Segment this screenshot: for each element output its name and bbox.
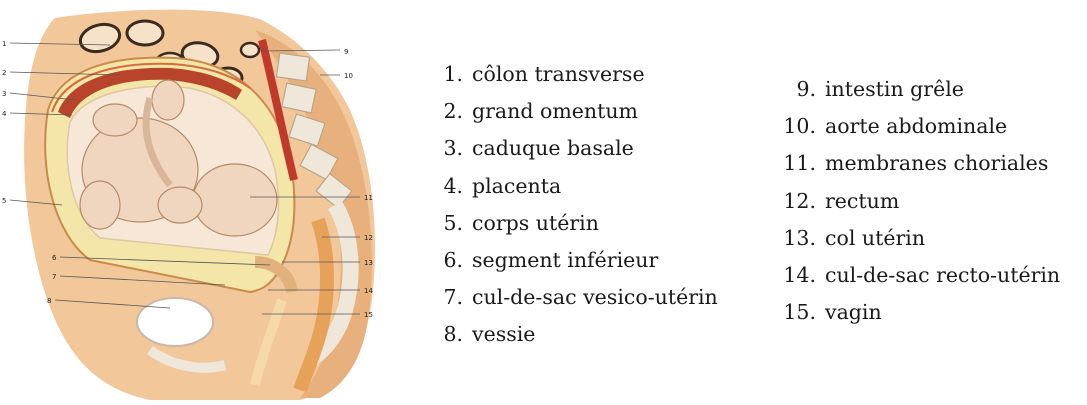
legend-item: 1. côlon transverse — [441, 60, 718, 97]
legend-label: placenta — [472, 174, 561, 198]
legend-label: cul-de-sac vesico-utérin — [472, 285, 718, 309]
legend-number: 4. — [441, 172, 463, 200]
legend-item: 7. cul-de-sac vesico-utérin — [441, 283, 718, 320]
legend-number: 2. — [441, 97, 463, 125]
legend-right-column: 9. intestin grêle 10. aorte abdominale 11.… — [776, 75, 1060, 335]
legend-number: 12. — [776, 187, 816, 215]
legend-number: 14. — [776, 261, 816, 289]
legend-item: 12. rectum — [776, 187, 1060, 224]
legend-label: caduque basale — [472, 136, 634, 160]
legend-number: 11. — [776, 149, 816, 177]
legend-item: 13. col utérin — [776, 224, 1060, 261]
leader-number-9: 9 — [344, 48, 348, 56]
legend-item: 6. segment inférieur — [441, 246, 718, 283]
leader-number-3: 3 — [2, 90, 6, 98]
leader-number-14: 14 — [364, 287, 373, 295]
bladder — [137, 298, 213, 346]
leader-number-11: 11 — [364, 194, 373, 202]
legend-label: rectum — [825, 189, 899, 213]
legend-number: 13. — [776, 224, 816, 252]
leader-number-5: 5 — [2, 197, 6, 205]
leader-number-6: 6 — [52, 254, 57, 262]
legend-label: grand omentum — [472, 99, 638, 123]
legend-item: 3. caduque basale — [441, 134, 718, 171]
leader-number-10: 10 — [344, 72, 353, 80]
legend-number: 10. — [776, 112, 816, 140]
legend-item: 11. membranes choriales — [776, 149, 1060, 186]
legend-number: 7. — [441, 283, 463, 311]
legend-label: aorte abdominale — [825, 114, 1007, 138]
leader-number-2: 2 — [2, 69, 6, 77]
legend-label: cul-de-sac recto-utérin — [825, 263, 1060, 287]
legend-label: côlon transverse — [472, 62, 645, 86]
leader-number-1: 1 — [2, 40, 6, 48]
legend-number: 5. — [441, 209, 463, 237]
legend-number: 1. — [441, 60, 463, 88]
legend-label: corps utérin — [472, 211, 599, 235]
legend-item: 4. placenta — [441, 172, 718, 209]
legend-item: 9. intestin grêle — [776, 75, 1060, 112]
legend-item: 2. grand omentum — [441, 97, 718, 134]
leader-number-8: 8 — [47, 297, 51, 305]
legend-number: 3. — [441, 134, 463, 162]
legend-number: 6. — [441, 246, 463, 274]
legend-item: 10. aorte abdominale — [776, 112, 1060, 149]
legend-item: 15. vagin — [776, 298, 1060, 335]
legend-label: membranes choriales — [825, 151, 1048, 175]
leader-number-4: 4 — [2, 110, 7, 118]
legend-label: segment inférieur — [472, 248, 658, 272]
anatomy-illustration: 1 2 3 4 5 6 7 8 9 10 11 12 13 14 15 — [0, 0, 410, 405]
legend-item: 8. vessie — [441, 320, 718, 357]
legend-label: col utérin — [825, 226, 925, 250]
legend-number: 15. — [776, 298, 816, 326]
legend-item: 5. corps utérin — [441, 209, 718, 246]
legend-label: vagin — [825, 300, 882, 324]
leader-number-15: 15 — [364, 311, 373, 319]
leader-number-13: 13 — [364, 259, 373, 267]
leader-number-12: 12 — [364, 234, 373, 242]
legend-label: intestin grêle — [825, 77, 964, 101]
legend-number: 8. — [441, 320, 463, 348]
legend-item: 14. cul-de-sac recto-utérin — [776, 261, 1060, 298]
legend-left-column: 1. côlon transverse 2. grand omentum 3. cad… — [441, 60, 718, 358]
legend-label: vessie — [472, 322, 535, 346]
legend-number: 9. — [776, 75, 816, 103]
leader-number-7: 7 — [52, 273, 56, 281]
